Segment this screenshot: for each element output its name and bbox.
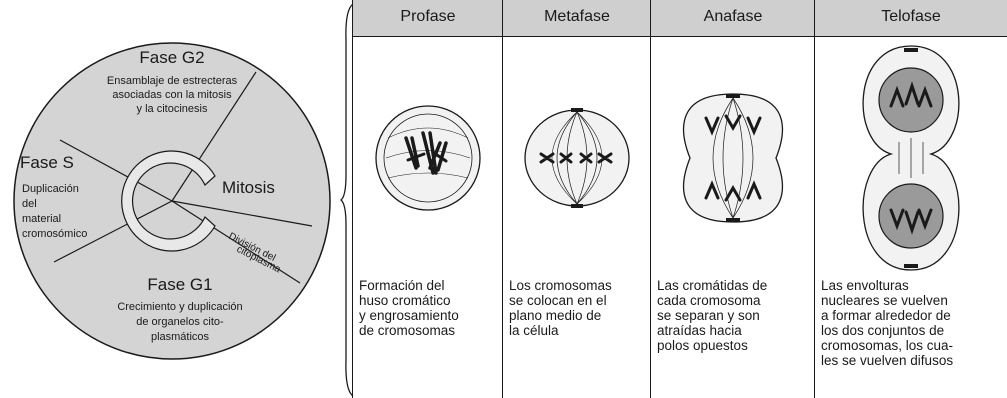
column-metafase: Metafase Los cromosomas se colocan en el…	[502, 0, 651, 398]
divider-cyto-g1	[171, 200, 301, 284]
g2-line-3: y la citocinesis	[137, 103, 208, 115]
g2-line-1: Ensamblaje de estrecteras	[107, 75, 238, 87]
header-metafase: Metafase	[503, 0, 651, 37]
column-telofase: Telofase Las envolturas nucleares se vue…	[814, 0, 1007, 398]
g2-title: Fase G2	[139, 48, 204, 67]
anafase-illustration	[651, 40, 815, 276]
column-anafase: Anafase Las cromátidas de cada cromosoma…	[650, 0, 815, 398]
text-metafase: Los cromosomas se colocan en el plano me…	[509, 278, 612, 338]
g1-line-3: plasmáticos	[151, 331, 210, 343]
mitosis-phases-table: Profase Formación del huso cromático y e…	[352, 0, 1007, 398]
s-line-3: material	[22, 213, 61, 225]
s-line-2: del	[22, 198, 37, 210]
header-telofase: Telofase	[815, 0, 1007, 37]
g2-line-2: asociadas con la mitosis	[112, 89, 232, 101]
s-line-4: cromosómico	[22, 228, 87, 240]
cycle-inner-arrow	[121, 150, 216, 252]
divider-g2-mitosis	[171, 71, 257, 202]
column-profase: Profase Formación del huso cromático y e…	[352, 0, 503, 398]
table-bracket	[340, 3, 354, 397]
cell-cycle-diagram: Fase G2 Ensamblaje de estrecteras asocia…	[13, 42, 331, 360]
header-anafase: Anafase	[651, 0, 815, 37]
divider-s-g1	[53, 200, 173, 263]
divider-mitosis-cyto	[171, 200, 313, 227]
telofase-illustration	[815, 40, 1007, 276]
g1-line-2: de organelos cito-	[136, 316, 224, 328]
s-title: Fase S	[20, 153, 74, 172]
text-profase: Formación del huso cromático y engrosami…	[359, 278, 459, 338]
mitosis-label: Mitosis	[222, 178, 275, 197]
text-telofase: Las envolturas nucleares se vuelven a fo…	[821, 278, 954, 368]
text-anafase: Las cromátidas de cada cromosoma se sepa…	[657, 278, 768, 353]
divider-g2-s	[59, 139, 173, 202]
g1-line-1: Crecimiento y duplicación	[117, 301, 242, 313]
header-profase: Profase	[353, 0, 503, 37]
profase-illustration	[353, 40, 503, 276]
s-line-1: Duplicación	[22, 183, 79, 195]
g1-title: Fase G1	[147, 275, 212, 294]
metafase-illustration	[503, 40, 651, 276]
